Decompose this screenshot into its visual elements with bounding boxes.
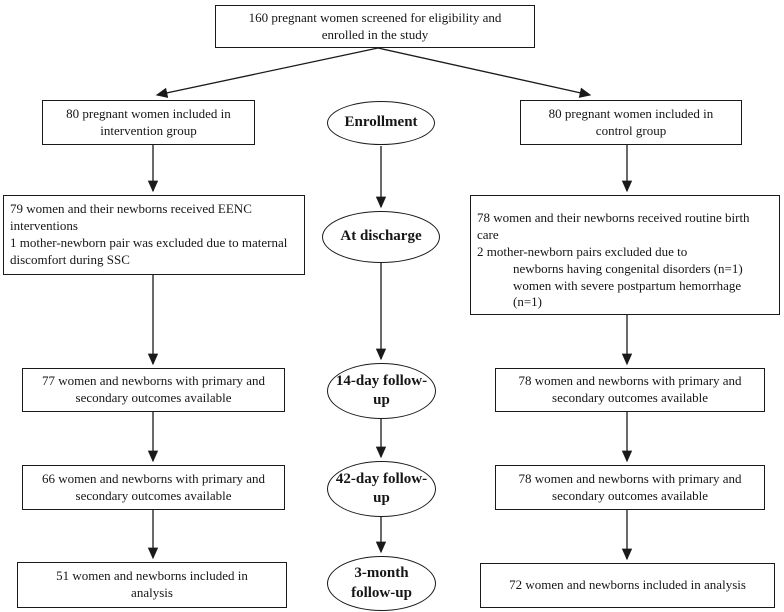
box-eenc-line-2: 1 mother-newborn pair was excluded due t… (10, 234, 288, 267)
box-routine-birth-care: 78 women and their newborns received rou… (470, 195, 780, 315)
box-screened-enrolled-text: 160 pregnant women screened for eligibil… (248, 9, 502, 42)
box-control-group: 80 pregnant women included in control gr… (520, 100, 742, 145)
box-control-group-text: 80 pregnant women included in control gr… (548, 105, 714, 138)
box-control-14day-outcomes-text: 78 women and newborns with primary and s… (518, 373, 742, 405)
box-control-analysis-text: 72 women and newborns included in analys… (509, 577, 746, 593)
ellipse-3month-followup: 3-month follow-up (327, 556, 436, 611)
arrow-top-to-intervention (155, 47, 379, 98)
box-intervention-group-text: 80 pregnant women included in interventi… (66, 105, 231, 138)
ellipse-at-discharge: At discharge (322, 211, 440, 263)
ellipse-at-discharge-label: At discharge (340, 228, 422, 245)
ellipse-14day-followup: 14-day follow-up (327, 363, 436, 419)
box-intervention-analysis-text: 51 women and newborns included in analys… (56, 568, 248, 600)
box-eenc-interventions: 79 women and their newborns received EEN… (3, 195, 305, 275)
box-intervention-14day-outcomes-text: 77 women and newborns with primary and s… (41, 373, 266, 405)
box-intervention-group: 80 pregnant women included in interventi… (42, 100, 255, 145)
box-intervention-42day-outcomes: 66 women and newborns with primary and s… (22, 465, 285, 510)
box-intervention-42day-outcomes-text: 66 women and newborns with primary and s… (41, 470, 266, 503)
box-eenc-line-1: 79 women and their newborns received EEN… (10, 201, 252, 233)
ellipse-enrollment-label: Enrollment (344, 114, 418, 131)
box-control-14day-outcomes: 78 women and newborns with primary and s… (495, 368, 765, 412)
box-intervention-analysis: 51 women and newborns included in analys… (17, 562, 287, 608)
box-control-analysis: 72 women and newborns included in analys… (480, 563, 775, 608)
ellipse-42day-followup: 42-day follow-up (327, 461, 436, 517)
box-routine-line-3: newborns having congenital disorders (n=… (513, 260, 743, 276)
ellipse-enrollment: Enrollment (327, 101, 435, 145)
ellipse-14day-followup-label: 14-day follow-up (335, 372, 428, 408)
box-control-42day-outcomes-text: 78 women and newborns with primary and s… (518, 470, 742, 503)
box-control-42day-outcomes: 78 women and newborns with primary and s… (495, 465, 765, 510)
box-routine-line-2: 2 mother-newborn pairs excluded due to (477, 243, 688, 259)
box-intervention-14day-outcomes: 77 women and newborns with primary and s… (22, 368, 285, 412)
ellipse-3month-followup-label: 3-month follow-up (351, 565, 412, 601)
box-screened-enrolled: 160 pregnant women screened for eligibil… (215, 5, 535, 48)
arrow-top-to-control (377, 47, 592, 98)
ellipse-42day-followup-label: 42-day follow-up (335, 470, 428, 506)
box-routine-line-1: 78 women and their newborns received rou… (477, 210, 750, 242)
box-routine-line-4: women with severe postpartum hemorrhage … (513, 277, 742, 310)
